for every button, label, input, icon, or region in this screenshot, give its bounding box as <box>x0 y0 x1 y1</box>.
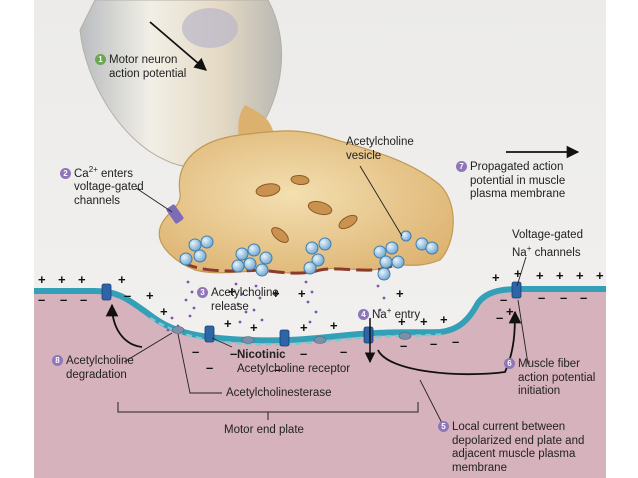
vg-na-channels-label: Voltage-gated Na+ channels <box>512 229 583 260</box>
motor-end-plate-label: Motor end plate <box>224 424 304 436</box>
axon-ap-arrow <box>149 21 207 71</box>
svg-text:–: – <box>230 346 237 361</box>
svg-text:–: – <box>80 292 87 307</box>
svg-text:+: + <box>536 268 544 283</box>
acetylcholinesterase-enzymes <box>171 326 412 344</box>
svg-text:–: – <box>538 290 545 305</box>
svg-text:+: + <box>38 272 46 287</box>
svg-text:–: – <box>500 292 507 307</box>
svg-text:–: – <box>124 288 131 303</box>
svg-text:–: – <box>580 290 587 305</box>
acetylcholinesterase-label: Acetylcholinesterase <box>226 387 332 399</box>
svg-text:–: – <box>206 360 213 375</box>
svg-text:–: – <box>452 334 459 349</box>
step-5-badge: 5 <box>438 421 449 432</box>
svg-text:–: – <box>430 336 437 351</box>
svg-text:–: – <box>340 344 347 359</box>
svg-text:+: + <box>300 320 308 335</box>
svg-text:+: + <box>420 314 428 329</box>
step-1-badge: 1 <box>95 54 106 65</box>
step-6-badge: 6 <box>504 358 515 369</box>
leader-lines <box>123 165 529 428</box>
muscle-plasma-membrane <box>34 286 606 344</box>
local-current-left-arrow <box>105 303 143 348</box>
ach-molecules <box>166 280 386 332</box>
svg-text:–: – <box>400 338 407 353</box>
muscle-fiber <box>34 289 606 478</box>
ach-vesicles <box>179 230 439 281</box>
step-2-badge: 2 <box>60 167 71 179</box>
svg-text:+: + <box>440 312 448 327</box>
svg-text:–: – <box>300 346 307 361</box>
svg-text:+: + <box>576 268 584 283</box>
svg-text:+: + <box>224 316 232 331</box>
svg-text:+: + <box>514 266 522 281</box>
svg-text:+: + <box>330 318 338 333</box>
svg-text:+: + <box>228 284 236 299</box>
svg-text:+: + <box>298 286 306 301</box>
voltage-gated-na-channels <box>101 281 522 301</box>
active-zone <box>181 260 393 275</box>
local-current-right-arrow <box>377 310 522 376</box>
step-4-badge: 4 <box>358 308 369 320</box>
svg-text:–: – <box>60 292 67 307</box>
step-3-badge: 3 <box>197 287 208 298</box>
svg-text:+: + <box>556 268 564 283</box>
ach-vesicle-label: Acetylcholine vesicle <box>346 136 414 162</box>
ca-channel <box>166 204 184 224</box>
svg-text:+: + <box>492 270 500 285</box>
svg-text:+: + <box>58 272 66 287</box>
svg-text:+: + <box>272 286 280 301</box>
svg-text:–: – <box>192 344 199 359</box>
ca-label: Ca2+ enters <box>74 165 133 180</box>
svg-text:+: + <box>596 268 604 283</box>
svg-text:+: + <box>160 304 168 319</box>
svg-text:+: + <box>506 304 514 319</box>
svg-text:–: – <box>560 290 567 305</box>
axon-highlight <box>182 8 238 48</box>
svg-text:–: – <box>274 362 281 377</box>
svg-text:+: + <box>118 272 126 287</box>
step-7-badge: 7 <box>456 161 467 172</box>
svg-text:+: + <box>396 286 404 301</box>
svg-text:–: – <box>496 310 503 325</box>
nicotinic-receptor-label: Nicotinic Acetylcholine receptor <box>237 349 351 375</box>
mitochondria <box>255 174 358 243</box>
svg-text:+: + <box>146 288 154 303</box>
svg-text:–: – <box>38 292 45 307</box>
step-8-badge: 8 <box>52 355 63 366</box>
svg-text:+: + <box>250 320 258 335</box>
svg-text:+: + <box>398 314 406 329</box>
membrane-charges: ++++ ++ –––– +++++++ ––––––– ++++ –– +++… <box>38 266 604 377</box>
svg-text:+: + <box>78 272 86 287</box>
